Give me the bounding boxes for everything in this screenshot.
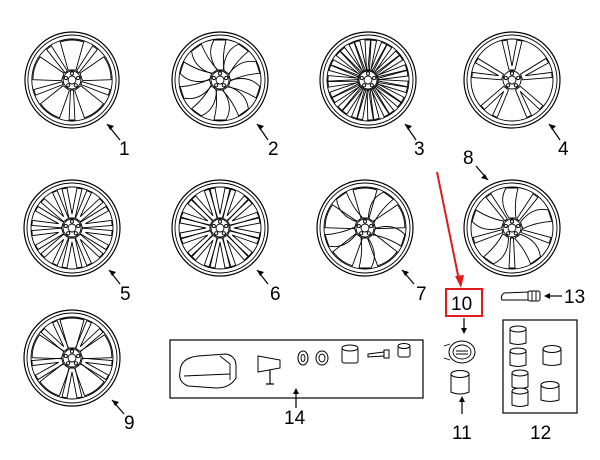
callout-3: 3 — [414, 139, 425, 160]
callout-1: 1 — [119, 139, 130, 160]
highlight-box — [445, 288, 483, 317]
callout-8: 8 — [463, 148, 474, 169]
callout-12: 12 — [530, 423, 551, 444]
valve-core-icon[interactable] — [257, 355, 281, 385]
wheel-lock-icon[interactable] — [509, 325, 562, 407]
callout-14: 14 — [284, 408, 306, 429]
callout-11: 11 — [452, 423, 472, 444]
tpms-kit-box — [169, 339, 424, 399]
highlight-arrow — [436, 171, 464, 288]
wheel-1[interactable] — [24, 31, 120, 129]
wheel-3[interactable] — [319, 31, 417, 129]
lock-set-box — [502, 319, 578, 414]
leader-lines — [106, 123, 562, 415]
washer-icon — [297, 350, 309, 366]
wheel-9[interactable] — [23, 309, 121, 407]
tpms-sensor-icon[interactable] — [179, 353, 237, 389]
nut-icon — [341, 344, 359, 364]
lug-nut-icon[interactable] — [450, 370, 470, 395]
callout-10[interactable]: 10 — [451, 294, 472, 315]
wheel-4[interactable] — [463, 31, 561, 129]
seal-icon — [315, 350, 329, 366]
valve-cap-icon — [367, 349, 390, 359]
wheel-6[interactable] — [171, 179, 269, 277]
callout-5: 5 — [120, 284, 131, 305]
wheel-8[interactable] — [463, 179, 561, 277]
callout-6: 6 — [270, 284, 281, 305]
valve-stem-icon[interactable] — [500, 290, 541, 302]
cap-icon — [397, 343, 411, 358]
callout-7: 7 — [416, 284, 427, 305]
callout-2: 2 — [268, 139, 279, 160]
callout-4: 4 — [558, 139, 569, 160]
wheel-2[interactable] — [171, 31, 269, 129]
wheel-7[interactable] — [316, 179, 414, 277]
callout-13: 13 — [564, 287, 585, 308]
callout-9: 9 — [124, 413, 135, 434]
wheel-5[interactable] — [23, 179, 121, 277]
center-cap-icon[interactable] — [443, 340, 476, 364]
